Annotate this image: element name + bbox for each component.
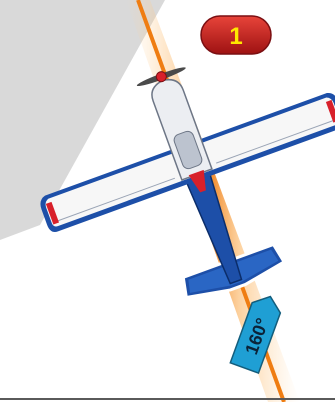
cockpit [173,130,203,170]
propeller [136,67,186,87]
shadow-wedge [0,0,165,240]
exhaust-stripe [188,169,206,193]
step-badge: 1 [200,15,272,55]
airplane [40,67,335,300]
heading-tag: 160° [229,295,282,375]
step-badge-number: 1 [229,23,242,50]
